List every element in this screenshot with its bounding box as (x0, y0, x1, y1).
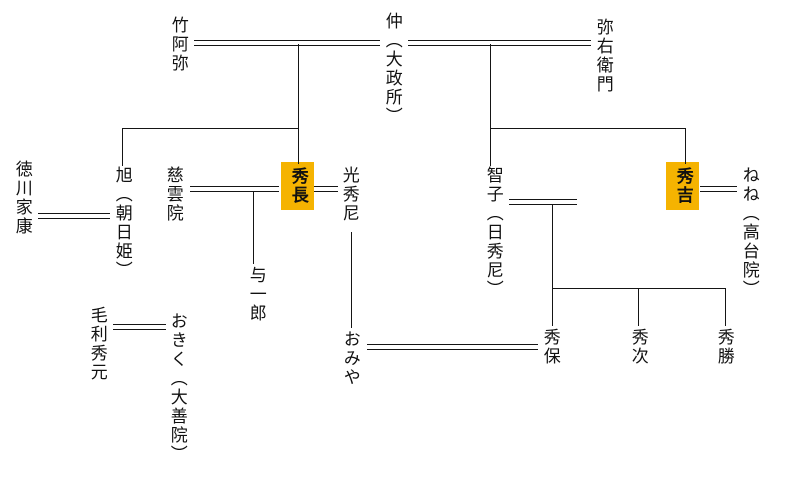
marriage-line-naka-yaemon (408, 40, 591, 46)
descent-line-to-omiya (351, 232, 352, 328)
person-hidetsugu: 秀次 (627, 328, 648, 366)
person-koshuni: 光秀尼 (338, 166, 359, 223)
descent-line-to-hidekatsu (725, 288, 726, 326)
descent-line-tomoko-down (552, 204, 553, 289)
person-hidenaga-highlighted: 秀長 (281, 162, 314, 210)
marriage-line-jiunin-hidenaga (190, 186, 279, 192)
person-mori-hidemoto: 毛利秀元 (86, 306, 107, 382)
marriage-line-hideyoshi-nene (700, 186, 737, 192)
person-okiku: おきく（大善院） (166, 312, 187, 464)
person-tomoko: 智子（日秀尼） (482, 166, 503, 299)
person-tokugawa-ieyasu: 徳川家康 (11, 160, 32, 236)
person-naka: 仲（大政所） (381, 12, 402, 126)
sibling-line-hideyasu-hidekatsu (552, 288, 726, 289)
person-takeami: 竹阿弥 (167, 16, 188, 73)
person-asahi: 旭（朝日姫） (111, 166, 132, 280)
marriage-line-hidenaga-koshuni (314, 186, 338, 192)
descent-line-to-hideyasu (552, 288, 553, 326)
descent-line-to-yoichiro (253, 192, 254, 264)
descent-line-to-hidetsugu (638, 288, 639, 326)
descent-line-naka-yaemon-down (490, 44, 491, 129)
descent-line-takeami-naka-down (298, 44, 299, 129)
person-yaemon: 弥右衛門 (592, 18, 613, 94)
descent-line-to-asahi (122, 128, 123, 166)
person-hideyasu: 秀保 (539, 328, 560, 366)
marriage-line-takeami-naka (194, 40, 380, 46)
person-hideyoshi-highlighted: 秀吉 (666, 162, 699, 210)
person-yoichiro: 与一郎 (245, 266, 266, 323)
marriage-line-ieyasu-asahi (38, 213, 110, 219)
descent-line-to-hideyoshi (685, 128, 686, 164)
person-hidekatsu: 秀勝 (713, 328, 734, 366)
person-jiunin: 慈雲院 (162, 166, 183, 223)
person-nene: ねね（高台院） (738, 166, 759, 299)
descent-line-to-tomoko (490, 128, 491, 166)
descent-line-to-hidenaga (298, 128, 299, 164)
marriage-line-mori-okiku (113, 324, 166, 330)
sibling-line-asahi-hidenaga (122, 128, 299, 129)
marriage-line-omiya-hideyasu (367, 344, 538, 350)
sibling-line-tomoko-hideyoshi (490, 128, 686, 129)
person-omiya: おみや (339, 330, 360, 387)
marriage-line-tomoko-spouse (509, 199, 577, 205)
